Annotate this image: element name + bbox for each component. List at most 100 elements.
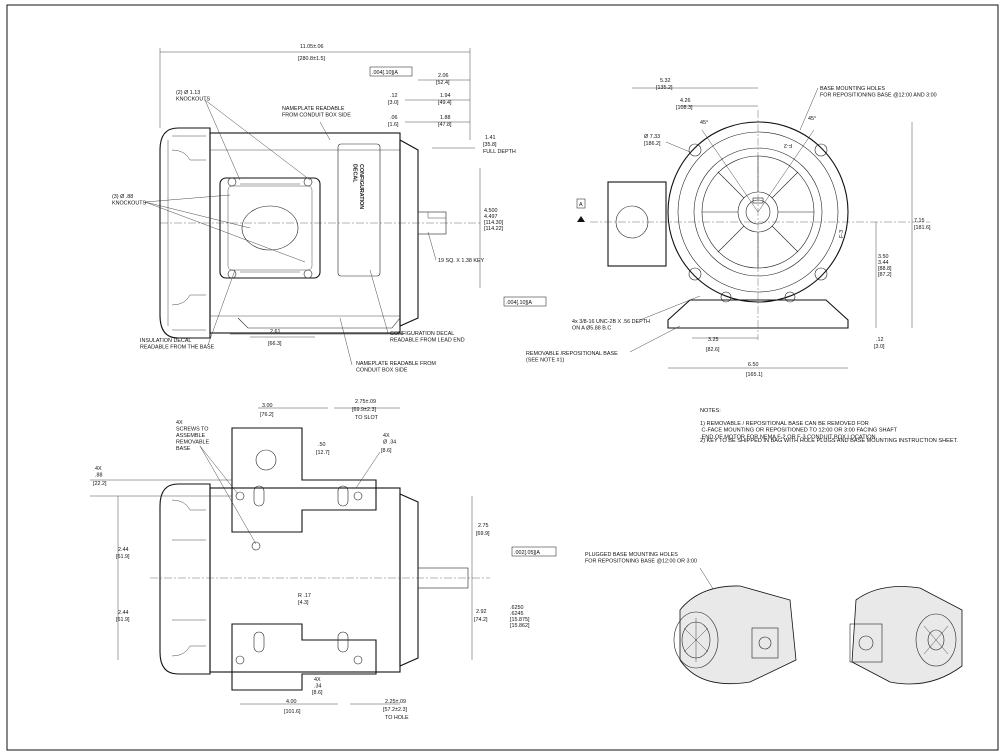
dim-244-bot: 2.44 bbox=[118, 610, 129, 616]
dim-188-mm: [47.8] bbox=[438, 122, 452, 128]
motor-frame bbox=[209, 132, 401, 334]
dim-426: 4.26 bbox=[680, 98, 691, 104]
dim-325-mm: [82.6] bbox=[706, 347, 720, 353]
dim-350-bot: 3.44 bbox=[878, 260, 889, 266]
fan-cover-slots bbox=[171, 499, 206, 657]
dim-06: .06 bbox=[390, 115, 398, 121]
conduit-box bbox=[219, 177, 321, 279]
front-endbell bbox=[399, 139, 419, 327]
datum-triangle bbox=[577, 216, 585, 222]
leader bbox=[427, 231, 437, 261]
angle-right: 45° bbox=[808, 116, 816, 122]
key bbox=[427, 212, 446, 219]
dim-275: 2.75±.09 bbox=[355, 399, 376, 405]
dim-188: 1.88 bbox=[440, 115, 451, 121]
screw bbox=[303, 269, 313, 279]
screw bbox=[353, 655, 363, 665]
bolt-hole bbox=[720, 291, 732, 303]
bolt-hole bbox=[784, 291, 796, 303]
dim-300-mm: [76.2] bbox=[260, 412, 274, 418]
notes: NOTES: 1) REMOVABLE / REPOSITIONAL BASE … bbox=[700, 408, 958, 444]
dim-400: 4.00 bbox=[286, 699, 297, 705]
leader bbox=[207, 269, 236, 346]
dim-275b: 2.75 bbox=[478, 523, 489, 529]
leader bbox=[629, 325, 681, 353]
dim-261-mm: [66.3] bbox=[268, 341, 282, 347]
note-1: 1) REMOVABLE / REPOSITIONAL BASE CAN BE … bbox=[700, 421, 898, 440]
to-hole: TO HOLE bbox=[385, 715, 409, 721]
leader bbox=[799, 87, 819, 131]
svg-text:.004[.10]|A: .004[.10]|A bbox=[506, 300, 532, 306]
dim-244-bot-mm: [61.9] bbox=[116, 617, 130, 623]
knockout bbox=[255, 449, 277, 471]
key-note: 19 SQ. X 1.38 KEY bbox=[438, 258, 485, 264]
dim-12-right-mm: [3.0] bbox=[874, 344, 885, 350]
config-decal-text: CONFIGURATIONDECAL bbox=[352, 164, 364, 209]
iso-motor-right bbox=[849, 586, 963, 685]
dim-34-4x: 4X.34 bbox=[314, 677, 322, 689]
dim-225-mm: [57.2±2.3] bbox=[383, 707, 407, 713]
bolt-hole bbox=[814, 267, 828, 281]
leader bbox=[355, 451, 381, 489]
radius-mm: [4.3] bbox=[298, 600, 309, 606]
slot bbox=[253, 631, 265, 653]
leader bbox=[204, 99, 241, 181]
base bbox=[230, 317, 404, 335]
fcf-shaft: .002[.05]|A bbox=[511, 546, 557, 557]
slot bbox=[253, 485, 265, 507]
dim-225: 2.25±.09 bbox=[385, 699, 406, 705]
dim-275b-mm: [69.9] bbox=[476, 531, 490, 537]
leader bbox=[639, 295, 701, 321]
f3-label: F-3 bbox=[839, 230, 845, 238]
slot bbox=[337, 631, 349, 653]
side-view: CONFIGURATIONDECAL 11.05±.06 [280.8±1.5]… bbox=[112, 44, 547, 373]
dim-88-4x: 4X.88 bbox=[95, 466, 103, 478]
leader bbox=[199, 445, 257, 545]
frame-lines bbox=[210, 149, 400, 317]
dim-715: 7.15 bbox=[914, 218, 925, 224]
dim-426-mm: [108.3] bbox=[676, 105, 693, 111]
dim-206: 2.06 bbox=[438, 73, 449, 79]
dim-300: 3.00 bbox=[262, 403, 273, 409]
dim-650: 6.50 bbox=[748, 362, 759, 368]
configuration-decal bbox=[337, 143, 381, 277]
fan-cover-slots bbox=[171, 149, 206, 306]
dim-06-mm: [1.6] bbox=[388, 122, 399, 128]
dim-141: 1.41 bbox=[485, 135, 496, 141]
dim-715-mm: [181.6] bbox=[914, 225, 931, 231]
leader bbox=[144, 201, 251, 229]
shaft-dia-top: 4.500 bbox=[484, 208, 498, 214]
front-endbell bbox=[399, 493, 419, 667]
screw bbox=[227, 177, 237, 187]
fcf-bottom: .004[.10]|A bbox=[503, 296, 547, 307]
box-text-lines bbox=[240, 183, 300, 273]
dim-292: 2.92 bbox=[476, 609, 487, 615]
dim-261: 2.61 bbox=[270, 329, 281, 335]
leader bbox=[339, 317, 353, 366]
leader bbox=[369, 269, 389, 334]
dia-733: Ø 7.33 bbox=[644, 134, 660, 140]
overall-length-mm: [280.8±1.5] bbox=[298, 56, 325, 62]
dim-34-mm: [8.6] bbox=[312, 690, 323, 696]
dim-12-mm: [3.0] bbox=[388, 100, 399, 106]
angle-line bbox=[757, 129, 815, 213]
dim-532-mm: [135.2] bbox=[656, 85, 673, 91]
shaft-mm1: [15.875] bbox=[510, 617, 530, 623]
slot bbox=[337, 485, 349, 507]
bolt-hole bbox=[688, 267, 702, 281]
dia-733-mm: [186.2] bbox=[644, 141, 661, 147]
leader bbox=[665, 141, 691, 153]
dim-244-top-mm: [61.9] bbox=[116, 554, 130, 560]
fcf-top: .004[.10]|A bbox=[369, 66, 413, 77]
dim-12-right: .12 bbox=[876, 337, 884, 343]
dim-50: .50 bbox=[318, 442, 326, 448]
full-depth: FULL DEPTH bbox=[483, 149, 516, 155]
